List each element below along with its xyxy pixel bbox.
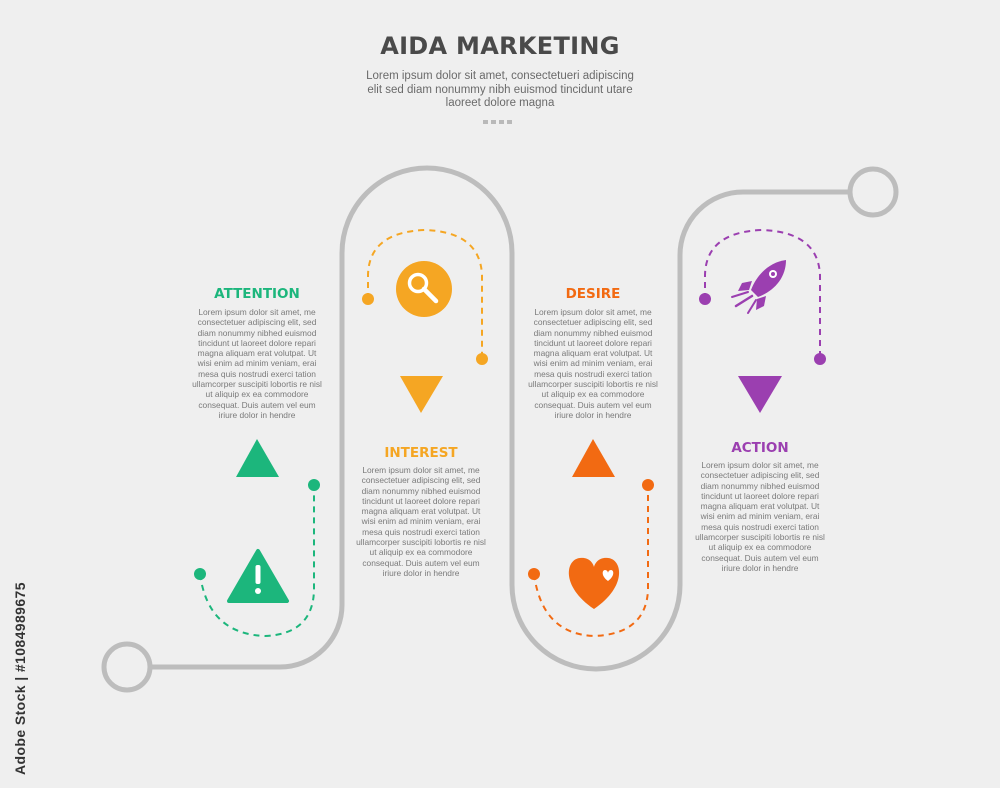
winding-path xyxy=(149,165,852,672)
step-title-interest: INTEREST xyxy=(384,445,458,461)
action-dot-start xyxy=(699,293,711,305)
attention-triangle-marker xyxy=(236,439,279,477)
step-body-attention: Lorem ipsum dolor sit amet, me consectet… xyxy=(192,307,322,420)
rocket-icon xyxy=(731,260,786,314)
decorative-dots xyxy=(483,120,512,124)
desire-dashed-arc xyxy=(533,486,649,638)
heart-icon xyxy=(568,557,620,609)
warning-icon xyxy=(227,549,289,603)
start-node xyxy=(101,641,153,693)
action-triangle-marker xyxy=(738,376,782,413)
attention-dashed-arc xyxy=(199,486,315,638)
page-subtitle: Lorem ipsum dolor sit amet, consectetuer… xyxy=(366,70,634,109)
step-body-action: Lorem ipsum dolor sit amet, me consectet… xyxy=(695,460,825,573)
action-dashed-arc xyxy=(704,228,821,359)
interest-dot-start xyxy=(362,293,374,305)
step-body-desire: Lorem ipsum dolor sit amet, me consectet… xyxy=(528,307,658,420)
step-body-interest: Lorem ipsum dolor sit amet, me consectet… xyxy=(356,465,486,578)
desire-dot-start xyxy=(528,568,540,580)
step-title-action: ACTION xyxy=(731,440,789,456)
interest-dashed-arc xyxy=(367,228,483,359)
interest-triangle-marker xyxy=(400,376,443,413)
step-title-attention: ATTENTION xyxy=(214,286,300,302)
interest-dot-end xyxy=(476,353,488,365)
page-title: AIDA MARKETING xyxy=(380,32,620,60)
action-dot-end xyxy=(814,353,826,365)
desire-triangle-marker xyxy=(572,439,615,477)
end-node xyxy=(847,166,899,218)
attention-dot-start xyxy=(194,568,206,580)
search-icon xyxy=(396,261,452,317)
step-title-desire: DESIRE xyxy=(565,286,621,302)
side-credit: Adobe Stock | #1084989675 xyxy=(12,582,28,775)
desire-dot-end xyxy=(642,479,654,491)
attention-dot-end xyxy=(308,479,320,491)
